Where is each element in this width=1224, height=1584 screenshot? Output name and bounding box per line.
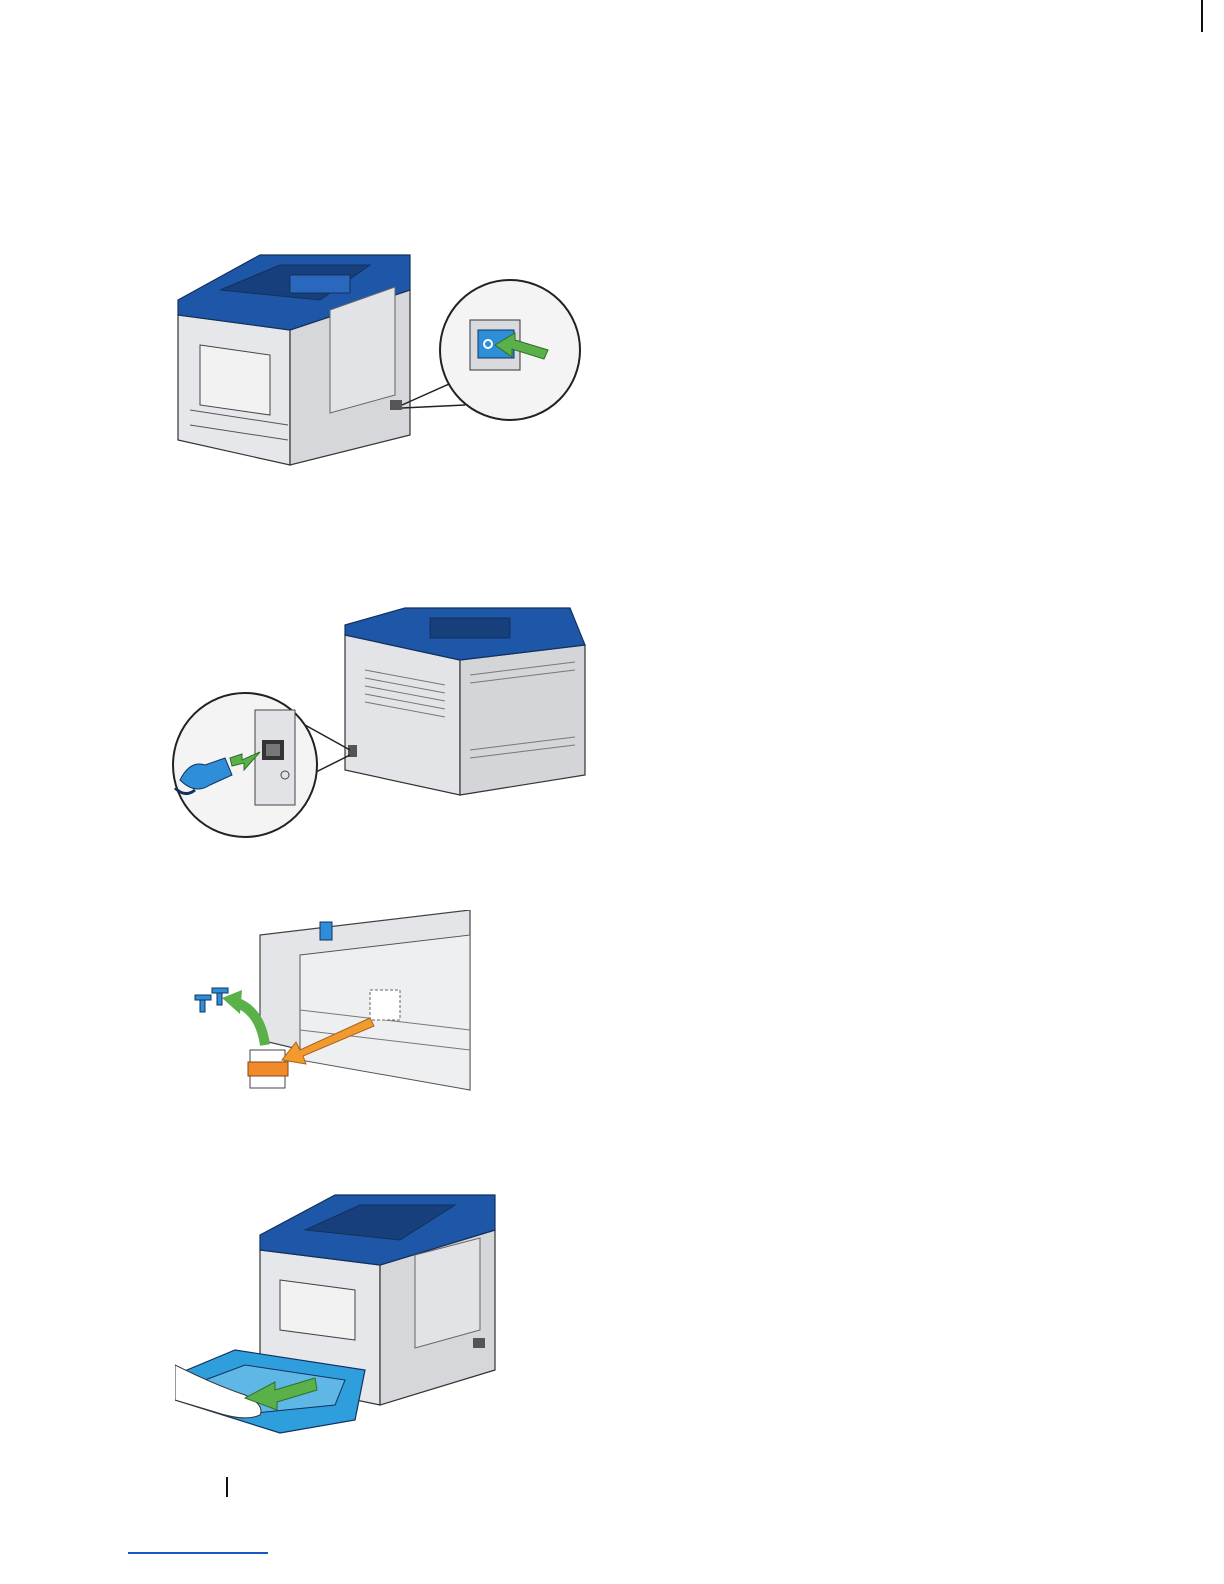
figure-power-switch [170, 245, 590, 470]
printer-front-power-switch-icon [170, 245, 590, 470]
footer-page-marker [226, 1477, 228, 1497]
page-edge-rule [1201, 0, 1203, 32]
figure-power-cord [170, 600, 600, 845]
footer-link-underline[interactable] [128, 1552, 268, 1554]
tray-tape-removal-icon [190, 910, 480, 1095]
figure-pull-tray [175, 1190, 505, 1440]
printer-rear-power-cord-icon [170, 600, 600, 845]
figure-remove-tape [190, 910, 480, 1095]
printer-tray-pull-icon [175, 1190, 505, 1440]
